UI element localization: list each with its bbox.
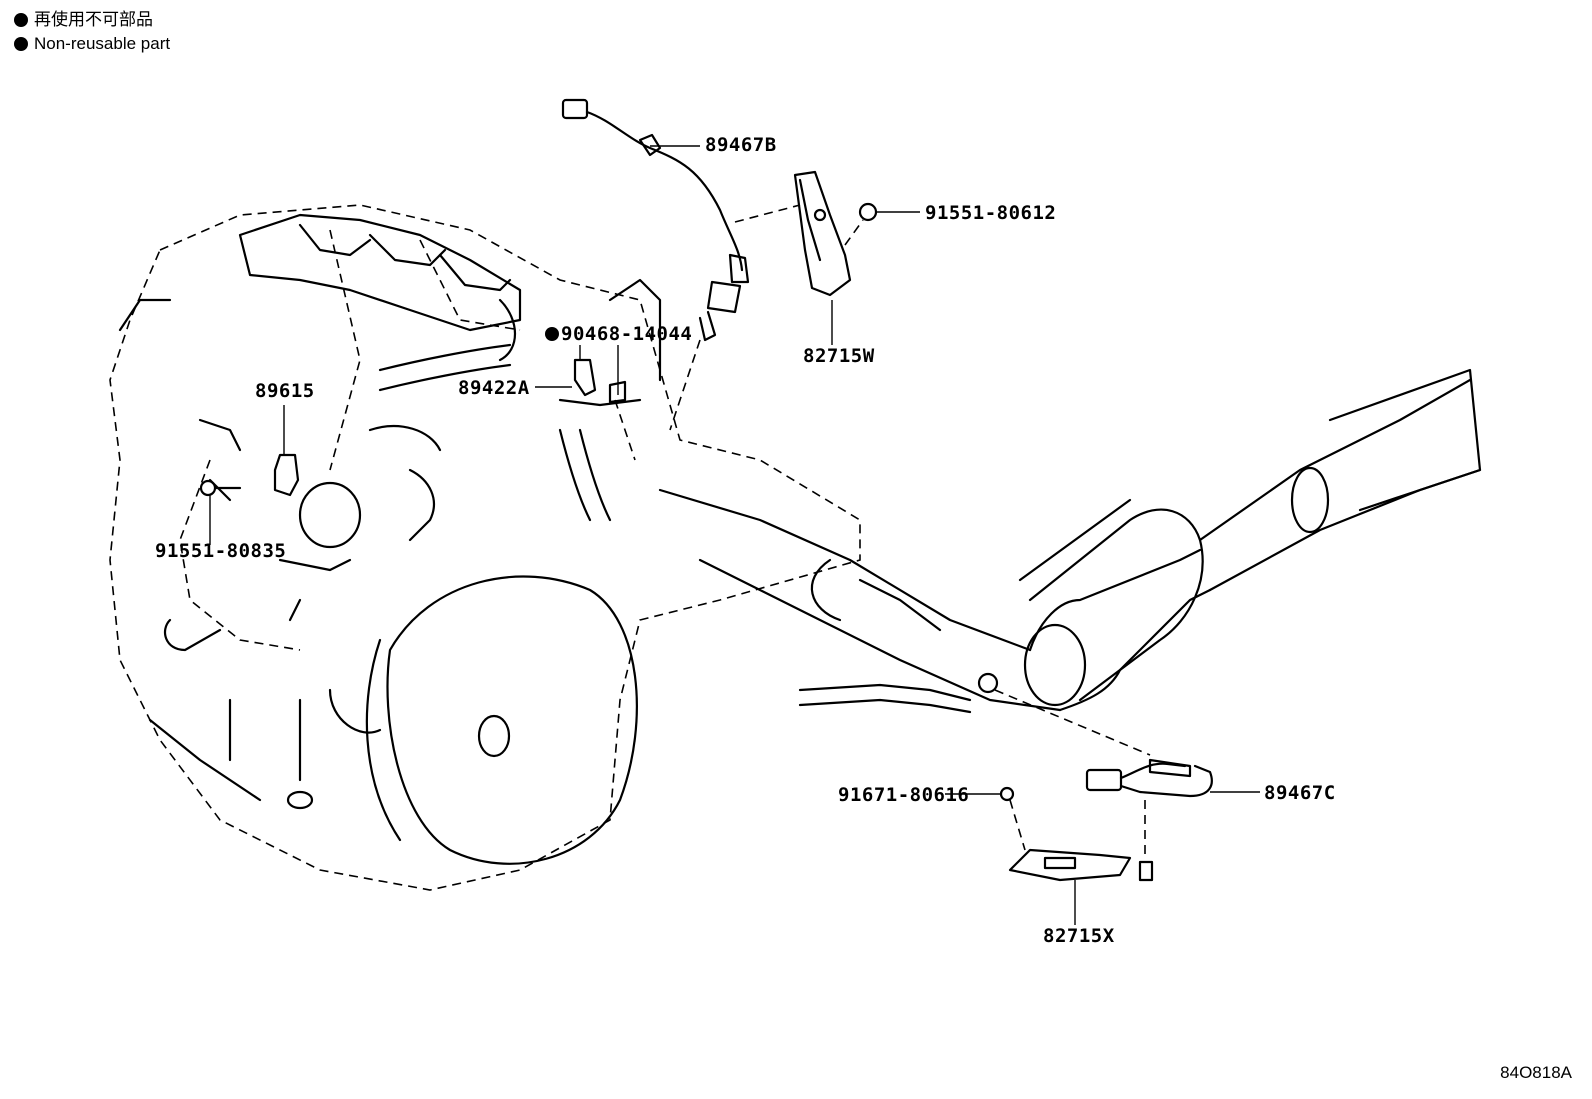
- exhaust-system: [658, 368, 1482, 714]
- callout-89467c: 89467C: [1264, 782, 1336, 804]
- o2-sensor-upper: [561, 98, 750, 342]
- callout-89422a: 89422A: [458, 377, 530, 399]
- callout-89615: 89615: [255, 380, 315, 402]
- legend-row-en: Non-reusable part: [14, 32, 170, 56]
- bracket-82715w: [793, 170, 878, 297]
- callout-90468-14044: 90468-14044: [561, 323, 693, 345]
- engine-block-outline: [109, 204, 861, 891]
- callout-90468-14044-row: 90468-14044: [545, 323, 692, 345]
- o2-sensor-lower: [999, 758, 1213, 882]
- sensor-89615: [199, 453, 300, 497]
- non-reusable-dot-icon: [14, 37, 28, 51]
- callout-82715x: 82715X: [1043, 925, 1115, 947]
- callout-91551-80835: 91551-80835: [155, 540, 287, 562]
- callout-89467b: 89467B: [705, 134, 777, 156]
- engine-detail: [118, 213, 662, 810]
- legend-text-jp: 再使用不可部品: [34, 10, 153, 29]
- legend: 再使用不可部品 Non-reusable part: [14, 8, 170, 56]
- leader-lines: [209, 145, 1260, 925]
- legend-text-en: Non-reusable part: [34, 34, 171, 53]
- callout-82715w: 82715W: [803, 345, 875, 367]
- non-reusable-dot-icon: [545, 327, 559, 341]
- legend-row-jp: 再使用不可部品: [14, 8, 170, 32]
- figure-id: 84O818A: [1500, 1063, 1572, 1082]
- non-reusable-dot-icon: [14, 13, 28, 27]
- callout-91551-80612: 91551-80612: [925, 202, 1057, 224]
- callout-91671-80616: 91671-80616: [838, 784, 970, 806]
- transmission-housing: [365, 575, 638, 865]
- sensor-89422a: [573, 358, 627, 404]
